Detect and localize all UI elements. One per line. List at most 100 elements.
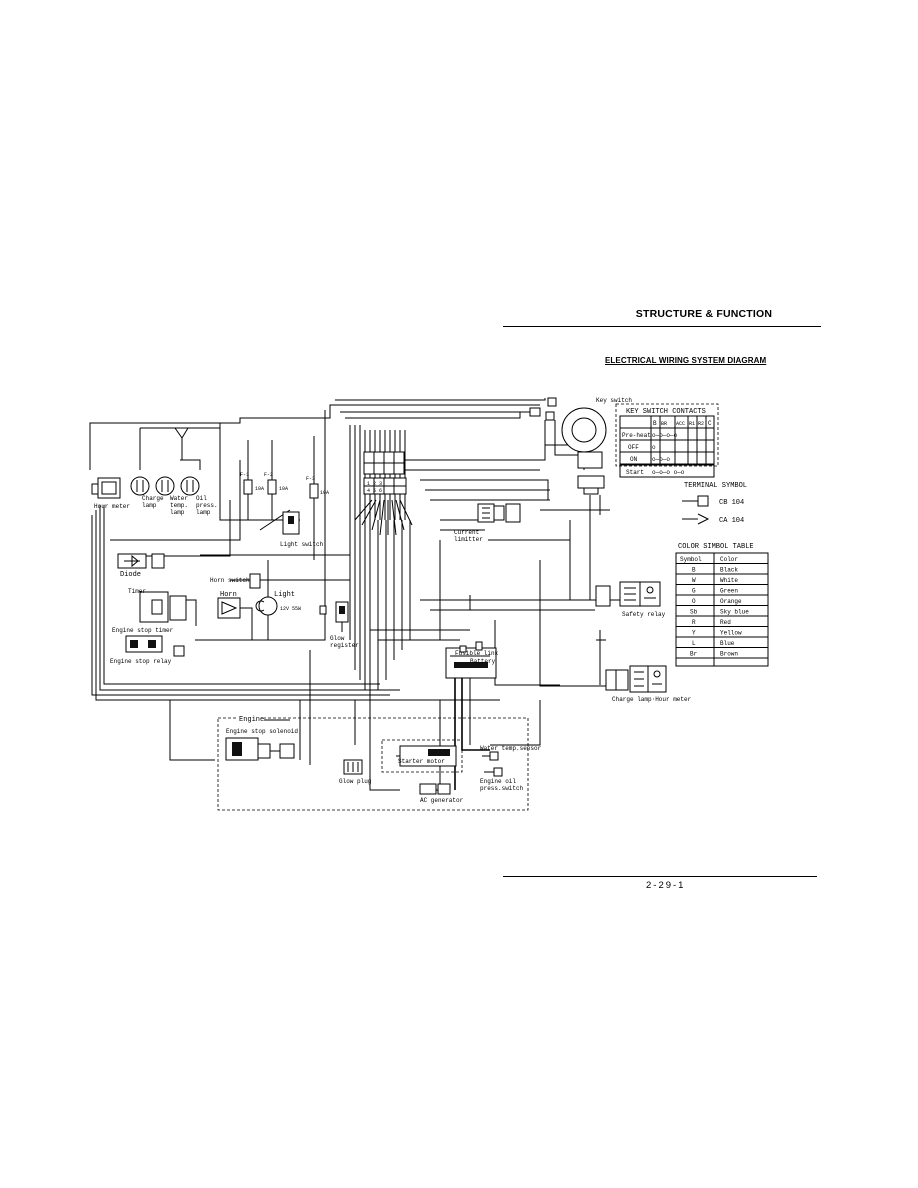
svg-text:Red: Red xyxy=(720,619,731,626)
ks-col-r1: R1 xyxy=(689,421,695,427)
battery-label: Battery xyxy=(470,658,496,665)
starter-motor-label: Starter motor xyxy=(398,758,445,765)
fuse-f1-label: F-1 xyxy=(240,472,249,478)
svg-text:O: O xyxy=(692,598,696,605)
ks-col-acc: ACC xyxy=(676,421,685,427)
svg-text:4 5 6: 4 5 6 xyxy=(367,488,382,494)
water-temp-sensor-icon xyxy=(482,751,499,761)
ks-row-off-pattern: o xyxy=(652,444,656,451)
engine-stop-solenoid-label: Engine stop solenoid xyxy=(226,728,298,735)
svg-text:Sky blue: Sky blue xyxy=(720,609,749,616)
ac-generator-icon xyxy=(419,783,451,795)
horn-switch-label: Horn switch xyxy=(210,577,250,584)
svg-text:Black: Black xyxy=(720,567,738,574)
page-number: 2-29-1 xyxy=(646,880,686,891)
ks-col-br: BR xyxy=(661,421,667,427)
horn-label: Horn xyxy=(220,591,237,599)
timer-label: Timer xyxy=(128,588,146,595)
key-switch-connector xyxy=(577,475,605,495)
charge-lamp-hour-meter-label: Charge lamp·Hour meter xyxy=(612,696,692,703)
engine-label: Engine xyxy=(239,716,264,724)
svg-text:W: W xyxy=(692,577,696,584)
svg-text:L: L xyxy=(692,640,696,647)
terminal-square-icon xyxy=(682,495,709,507)
svg-text:Yellow: Yellow xyxy=(720,630,742,637)
svg-text:Br: Br xyxy=(690,651,698,658)
starter-enclosure xyxy=(381,739,463,773)
hour-meter-label: Hour meter xyxy=(94,503,130,510)
glow-register-icon xyxy=(319,601,349,632)
svg-text:White: White xyxy=(720,577,738,584)
svg-text:Symbol: Symbol xyxy=(680,556,702,563)
svg-text:B: B xyxy=(692,567,696,574)
svg-text:1 2 3: 1 2 3 xyxy=(367,481,382,487)
engine-stop-solenoid-icon xyxy=(225,737,295,761)
ac-generator-label: AC generator xyxy=(420,797,464,804)
engine-stop-relay-icon xyxy=(125,635,185,657)
terminal-triangle-icon xyxy=(682,513,710,525)
ks-row-start: Start xyxy=(626,469,644,476)
diagram-title: ELECTRICAL WIRING SYSTEM DIAGRAM xyxy=(605,356,767,365)
footer-rule xyxy=(503,876,817,877)
svg-text:Green: Green xyxy=(720,588,738,595)
ks-row-on: ON xyxy=(630,456,638,463)
header-rule xyxy=(503,326,821,327)
engine-enclosure xyxy=(217,717,529,811)
diode-label: Diode xyxy=(120,571,141,579)
current-limiter-icon xyxy=(477,503,521,523)
starter-motor-icon xyxy=(396,745,457,767)
horn-icon xyxy=(217,597,253,640)
fuse-f2-label: F-2 xyxy=(264,472,273,478)
ks-row-off: OFF xyxy=(628,444,639,451)
section-title: STRUCTURE & FUNCTION xyxy=(635,308,773,320)
ks-row-on-pattern: o—o—o xyxy=(652,456,670,463)
diode-icon xyxy=(117,553,165,569)
terminal-triangle-code: CA 104 xyxy=(719,517,744,525)
ks-row-preheat: Pre-heat xyxy=(622,432,651,439)
fuse-f2-rating: 10A xyxy=(279,486,288,492)
svg-text:Brown: Brown xyxy=(720,651,738,658)
ks-row-start-cell xyxy=(619,464,715,478)
svg-text:G: G xyxy=(692,588,696,595)
key-switch-icon xyxy=(529,397,607,470)
color-table-title: COLOR SIMBOL TABLE xyxy=(678,543,754,551)
safety-relay-icon xyxy=(595,581,661,607)
fuse-f3-label: F-3 xyxy=(306,476,315,482)
light-switch-label: Light switch xyxy=(280,541,324,548)
svg-text:Color: Color xyxy=(720,556,738,563)
fuse-f2-icon xyxy=(267,479,277,495)
fusible-link-label: Fusible link xyxy=(455,650,499,657)
engine-stop-timer-label: Engine stop timer xyxy=(112,627,174,634)
ks-col-b: B xyxy=(653,420,657,427)
safety-relay-label: Safety relay xyxy=(622,611,666,618)
terminal-square-code: CB 104 xyxy=(719,499,744,507)
ks-row-start-pattern: o—o—o o—o xyxy=(652,469,685,476)
key-switch-table: KEY SWITCH CONTACTS B BR ACC R1 R2 C Pre… xyxy=(615,403,719,467)
fuse-f3-icon xyxy=(309,483,319,499)
svg-text:Sb: Sb xyxy=(690,609,698,616)
glow-plug-icon xyxy=(343,759,363,775)
light-switch-icon xyxy=(282,511,300,535)
color-table: Symbol Color B Black W White G Green O O… xyxy=(675,552,769,667)
svg-text:R: R xyxy=(692,619,696,626)
wire-harness xyxy=(89,398,620,791)
fusible-link-icon xyxy=(445,641,497,679)
ks-col-r2: R2 xyxy=(698,421,704,427)
key-switch-label: Key switch xyxy=(596,397,632,404)
engine-stop-relay-label: Engine stop relay xyxy=(110,658,172,665)
water-temp-sensor-label: Water temp.sensor xyxy=(480,745,542,752)
charge-lamp-hour-meter-icon xyxy=(596,639,667,693)
terminal-symbol-title: TERMINAL SYMBOL xyxy=(684,482,747,490)
fuse-f3-rating: 10A xyxy=(320,490,329,496)
ks-row-preheat-pattern: o—o—o—o xyxy=(652,432,678,439)
light-icon xyxy=(255,560,278,640)
hour-meter xyxy=(91,477,121,499)
horn-switch-icon xyxy=(249,573,261,589)
oil-press-lamp-icon xyxy=(180,476,200,496)
fuse-f1-rating: 10A xyxy=(255,486,264,492)
